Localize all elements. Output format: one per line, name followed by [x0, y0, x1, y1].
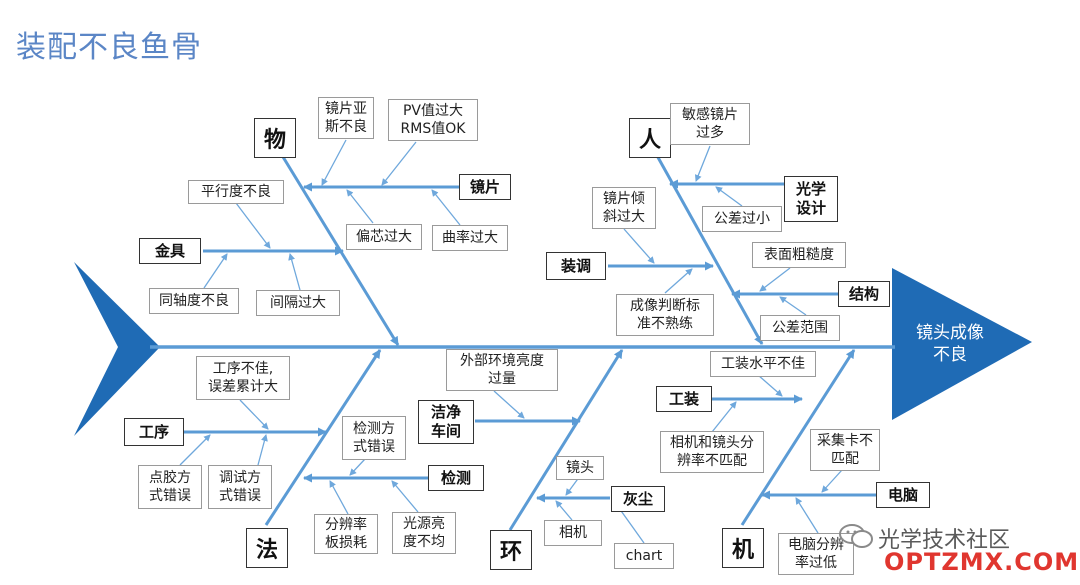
watermark-name: 光学技术社区 — [878, 528, 1011, 553]
fish-head — [892, 268, 1032, 420]
effect-label: 镜头成像 不良 — [916, 323, 984, 365]
bone-ji — [740, 349, 856, 526]
cause-box: 电脑分辨 率过低 — [778, 533, 854, 575]
cause-box: 镜头 — [556, 456, 604, 480]
cause-box: 光源亮 度不均 — [392, 512, 456, 554]
subcategory-diannao: 电脑 — [876, 482, 930, 508]
cause-box: 成像判断标 准不熟练 — [616, 294, 714, 336]
cause-box: 工装水平不佳 — [710, 351, 816, 377]
cause-box: 点胶方 式错误 — [138, 465, 202, 509]
wechat-icon — [839, 524, 873, 548]
cause-box: 分辨率 板损耗 — [314, 514, 378, 554]
subcategory-gongxu: 工序 — [124, 418, 184, 446]
cause-box: chart — [614, 543, 674, 569]
cause-box: PV值过大 RMS值OK — [388, 99, 478, 141]
category-wu: 物 — [254, 118, 296, 158]
cause-box: 相机和镜头分 辨率不匹配 — [660, 431, 764, 473]
cause-box: 外部环境亮度 过量 — [446, 349, 558, 391]
subcategory-zhuangtiao: 装调 — [546, 252, 606, 280]
cause-box: 偏芯过大 — [346, 224, 422, 250]
cause-box: 采集卡不 匹配 — [810, 429, 880, 471]
subcategory-jinju: 金具 — [139, 238, 201, 264]
cause-box: 表面粗糙度 — [752, 242, 846, 268]
category-fa: 法 — [246, 528, 288, 568]
cause-box: 平行度不良 — [188, 180, 284, 204]
cause-box: 检测方 式错误 — [342, 416, 406, 460]
cause-box: 镜片倾 斜过大 — [592, 187, 656, 229]
cause-box: 公差过小 — [702, 206, 782, 232]
category-ji: 机 — [722, 528, 764, 568]
cause-box: 调试方 式错误 — [208, 465, 272, 509]
fish-tail — [74, 262, 160, 436]
cause-box: 镜片亚 斯不良 — [318, 97, 374, 139]
subcategory-gongzhuang: 工装 — [656, 386, 712, 412]
cause-box: 曲率过大 — [432, 225, 508, 251]
cause-box: 间隔过大 — [256, 290, 340, 316]
cause-box: 同轴度不良 — [149, 288, 239, 314]
subcategory-jiejing-chejian: 洁净 车间 — [418, 400, 474, 444]
cause-box: 敏感镜片 过多 — [670, 103, 750, 145]
category-huan: 环 — [490, 530, 532, 570]
subcategory-jingpian: 镜片 — [459, 174, 511, 200]
cause-box: 相机 — [544, 520, 602, 546]
category-ren: 人 — [629, 118, 671, 158]
subcategory-jiegou: 结构 — [838, 281, 890, 307]
subcategory-huichen: 灰尘 — [611, 486, 665, 512]
bone-huan — [508, 349, 624, 531]
cause-box: 公差范围 — [760, 315, 840, 341]
page-title: 装配不良鱼骨 — [16, 30, 202, 65]
watermark-url: OPTZMX.COM — [884, 548, 1080, 576]
bone-fa — [264, 349, 382, 526]
subcategory-jiance: 检测 — [428, 465, 484, 491]
subcategory-guangxue-sheji: 光学 设计 — [784, 176, 838, 222]
cause-box: 工序不佳, 误差累计大 — [196, 356, 290, 400]
